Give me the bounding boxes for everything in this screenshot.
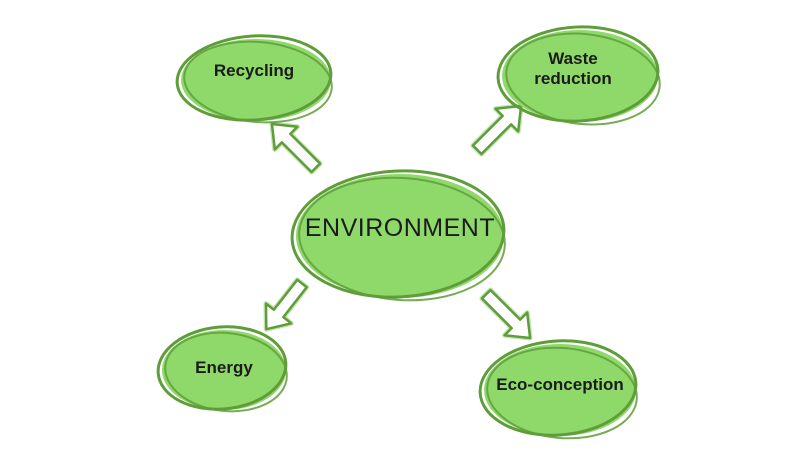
arrow-to-recycling <box>269 121 323 175</box>
node-eco-conception-label: Eco-conception <box>496 375 624 394</box>
node-waste-reduction-line1: Waste <box>548 49 597 68</box>
node-energy: Energy <box>156 325 288 413</box>
node-waste-reduction: Waste reduction <box>496 25 661 126</box>
node-recycling: Recycling <box>175 34 333 124</box>
node-environment: ENVIRONMENT <box>290 169 506 302</box>
arrow-to-energy <box>263 277 310 332</box>
node-eco-conception: Eco-conception <box>478 339 638 440</box>
node-recycling-label: Recycling <box>214 61 294 80</box>
node-energy-label: Energy <box>195 358 253 377</box>
center-label: ENVIRONMENT <box>305 214 495 242</box>
node-waste-reduction-line2: reduction <box>534 69 611 88</box>
arrow-to-eco-conception <box>479 287 533 341</box>
arrow-to-waste-reduction <box>470 103 524 157</box>
